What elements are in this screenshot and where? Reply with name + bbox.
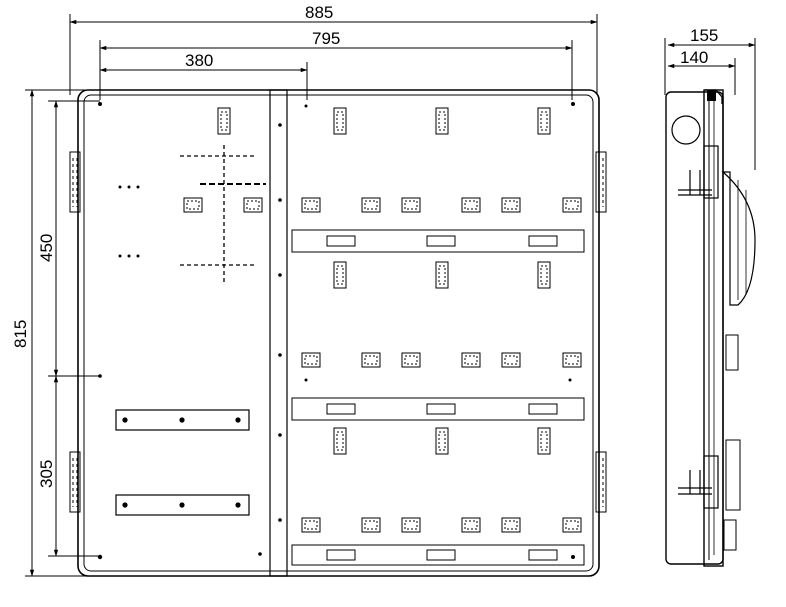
dim-overall-height: 815	[11, 320, 30, 348]
left-clips-mid	[183, 197, 263, 213]
side-cable-entry	[671, 115, 701, 145]
side-view	[665, 89, 756, 567]
center-divider-bar	[269, 89, 288, 577]
hinge-right-bottom	[595, 451, 607, 513]
left-dashed-rails	[180, 145, 266, 282]
hinge-left-bottom	[69, 451, 81, 513]
dim-side-depth-body: 140	[680, 48, 708, 67]
dim-left-section-width: 380	[185, 51, 213, 70]
meter-bottom-clips	[301, 197, 582, 533]
hinge-left-top	[69, 151, 81, 213]
side-hinge-bottom	[678, 455, 719, 509]
side-hinge-top	[678, 145, 719, 199]
terminal-bar-upper	[115, 409, 250, 431]
left-dots	[118, 185, 140, 258]
dim-overall-width: 885	[305, 3, 333, 22]
enclosure-inner-frame	[83, 94, 594, 572]
dim-lower-height: 305	[37, 460, 56, 488]
enclosure-outer-frame	[77, 89, 600, 577]
meter-top-clips	[333, 107, 551, 455]
front-view	[69, 89, 607, 577]
dim-inner-width: 795	[312, 29, 340, 48]
hinge-right-top	[595, 151, 607, 213]
terminal-bar-lower	[115, 494, 250, 516]
side-door-bulge	[721, 171, 756, 306]
left-top-clip	[217, 107, 231, 135]
meter-rails	[291, 229, 585, 566]
dim-side-depth-total: 155	[690, 26, 718, 45]
side-body	[665, 91, 724, 565]
dim-upper-height: 450	[37, 234, 56, 262]
dimension-lines	[25, 14, 756, 577]
